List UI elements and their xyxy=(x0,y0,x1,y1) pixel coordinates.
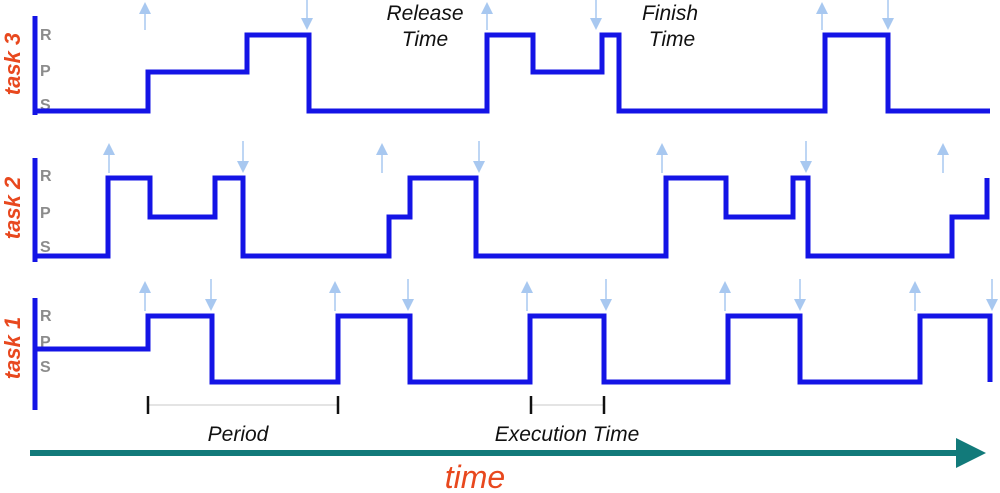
finish-arrow xyxy=(301,0,313,30)
task-2-state-p: P xyxy=(40,205,51,222)
finish-arrow xyxy=(882,0,894,30)
release-arrow xyxy=(103,143,115,173)
task-2-state-r: R xyxy=(40,168,52,185)
task-1-waveform xyxy=(35,313,993,385)
task-3-lane: task 3 R P S xyxy=(0,0,990,115)
release-arrow xyxy=(521,281,533,311)
release-arrow xyxy=(139,2,151,30)
task-2-arrows xyxy=(103,141,949,173)
finish-arrow xyxy=(402,279,414,311)
finish-arrow xyxy=(986,279,998,311)
finish-arrow xyxy=(600,279,612,311)
task-2-state-s: S xyxy=(40,239,51,256)
release-time-label-line-1: Release xyxy=(386,2,463,25)
finish-arrow xyxy=(800,141,812,173)
release-arrow xyxy=(139,281,151,311)
task-1-arrows xyxy=(139,279,998,311)
task-2-waveform xyxy=(35,175,990,259)
task-1-state-p: P xyxy=(40,334,51,351)
finish-arrow xyxy=(205,279,217,311)
task-1-state-r: R xyxy=(40,308,52,325)
finish-time-label-line-1: Finish xyxy=(642,2,698,25)
interval-brackets xyxy=(146,396,606,414)
release-arrow xyxy=(937,143,949,173)
task-3-label: task 3 xyxy=(0,33,25,95)
release-arrow xyxy=(719,281,731,311)
release-arrow xyxy=(329,281,341,311)
release-arrow xyxy=(656,143,668,173)
release-arrow xyxy=(481,2,493,30)
task-2-lane: task 2 R P S xyxy=(0,141,990,262)
task-3-state-r: R xyxy=(40,27,52,44)
task-1-lane: task 1 R P S xyxy=(0,279,998,410)
task-3-waveform xyxy=(35,32,990,114)
period-label: Period xyxy=(208,423,270,446)
time-label: time xyxy=(445,459,505,493)
task-3-state-p: P xyxy=(40,63,51,80)
finish-arrow xyxy=(794,279,806,311)
finish-arrow xyxy=(473,141,485,173)
task-3-arrows xyxy=(139,0,894,30)
task-2-label: task 2 xyxy=(0,176,25,239)
release-arrow xyxy=(816,2,828,30)
release-arrow xyxy=(909,281,921,311)
finish-arrow xyxy=(590,0,602,30)
finish-arrow xyxy=(237,141,249,173)
release-arrow xyxy=(376,143,388,173)
task-1-state-s: S xyxy=(40,359,51,376)
release-time-label-line-2: Time xyxy=(402,28,448,51)
task-3-state-s: S xyxy=(40,97,51,114)
execution-time-label: Execution Time xyxy=(495,423,640,446)
finish-time-label-line-2: Time xyxy=(649,28,695,51)
task-1-label: task 1 xyxy=(0,317,25,379)
